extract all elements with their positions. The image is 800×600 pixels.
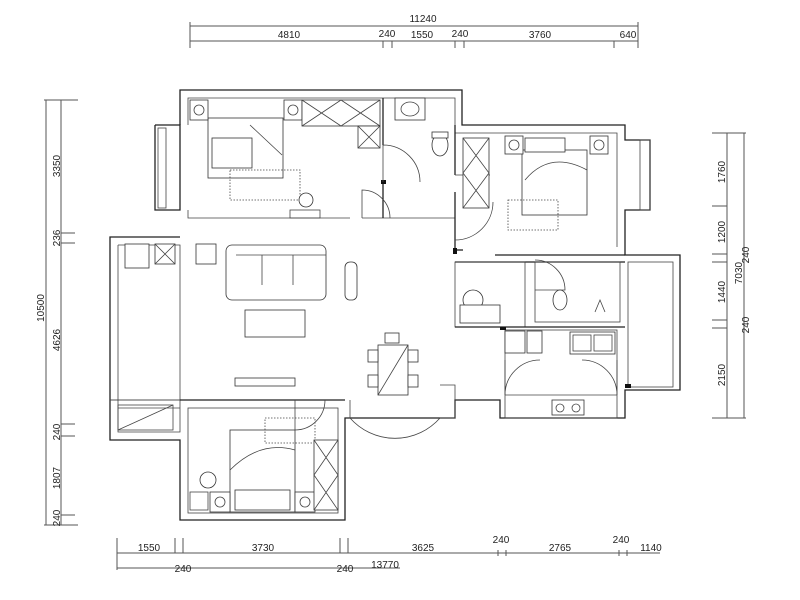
dim-right-3: 1440 [717, 280, 728, 303]
dim-right-4: 2150 [717, 363, 728, 386]
dim-bottom-wall-1: 240 [493, 535, 510, 546]
dim-right-wall-2: 240 [741, 316, 752, 333]
dim-left-3: 4626 [52, 328, 63, 351]
coffee-table [244, 309, 306, 338]
dim-left-5: 1807 [52, 466, 63, 489]
dim-top-total: 11240 [409, 14, 437, 25]
sofa [225, 244, 358, 301]
dim-left-6: 240 [52, 509, 63, 526]
bed-top-right [462, 135, 609, 231]
dim-bottom-wall-3: 240 [175, 564, 192, 575]
top-dimension-chain: 11240 4810 240 1550 240 3760 640 [189, 14, 639, 48]
bathroom-fixtures-top [394, 97, 449, 157]
dim-top-4: 240 [452, 29, 469, 40]
walls [109, 89, 681, 521]
dim-top-2: 240 [379, 29, 396, 40]
dim-left-total: 10500 [36, 294, 47, 322]
dim-bottom-1: 1550 [138, 543, 161, 554]
furniture [124, 97, 616, 513]
right-dimension-chain: 1760 1200 1440 2150 7030 240 240 [712, 132, 752, 419]
dim-top-5: 3760 [529, 30, 552, 41]
dim-right-total: 7030 [734, 261, 745, 284]
dim-left-2: 236 [52, 229, 63, 246]
dim-bottom-5: 1140 [640, 543, 662, 554]
kitchen-fixtures [504, 330, 616, 416]
dim-bottom-2: 3730 [252, 543, 275, 554]
dim-right-2: 1200 [717, 220, 728, 243]
dim-left-1: 3350 [52, 154, 63, 177]
wardrobe-top-left [301, 99, 381, 149]
dim-bottom-3: 3625 [412, 543, 435, 554]
dim-right-wall-1: 240 [741, 246, 752, 263]
dining-table [367, 332, 419, 396]
dim-left-4: 240 [52, 423, 63, 440]
left-dimension-chain: 10500 3350 236 4626 240 1807 240 [36, 99, 78, 526]
dim-top-6: 640 [620, 30, 637, 41]
dim-bottom-wall-2: 240 [613, 535, 630, 546]
bed-bottom [189, 417, 339, 513]
dim-bottom-4: 2765 [549, 543, 572, 554]
bathroom-fixtures-middle [459, 289, 606, 324]
dim-top-3: 1550 [411, 30, 434, 41]
bottom-dimension-chain: 1550 3730 3625 2765 1140 240 240 240 240… [116, 535, 662, 575]
dim-top-1: 4810 [278, 30, 301, 41]
tv-cabinet [234, 377, 296, 387]
dim-right-1: 1760 [717, 160, 728, 183]
dim-bottom-wall-4: 240 [337, 564, 354, 575]
left-room-fixtures [124, 243, 217, 269]
dim-bottom-total: 13770 [371, 560, 399, 571]
desk-top-left [289, 192, 321, 219]
bed-top-left [189, 99, 303, 201]
